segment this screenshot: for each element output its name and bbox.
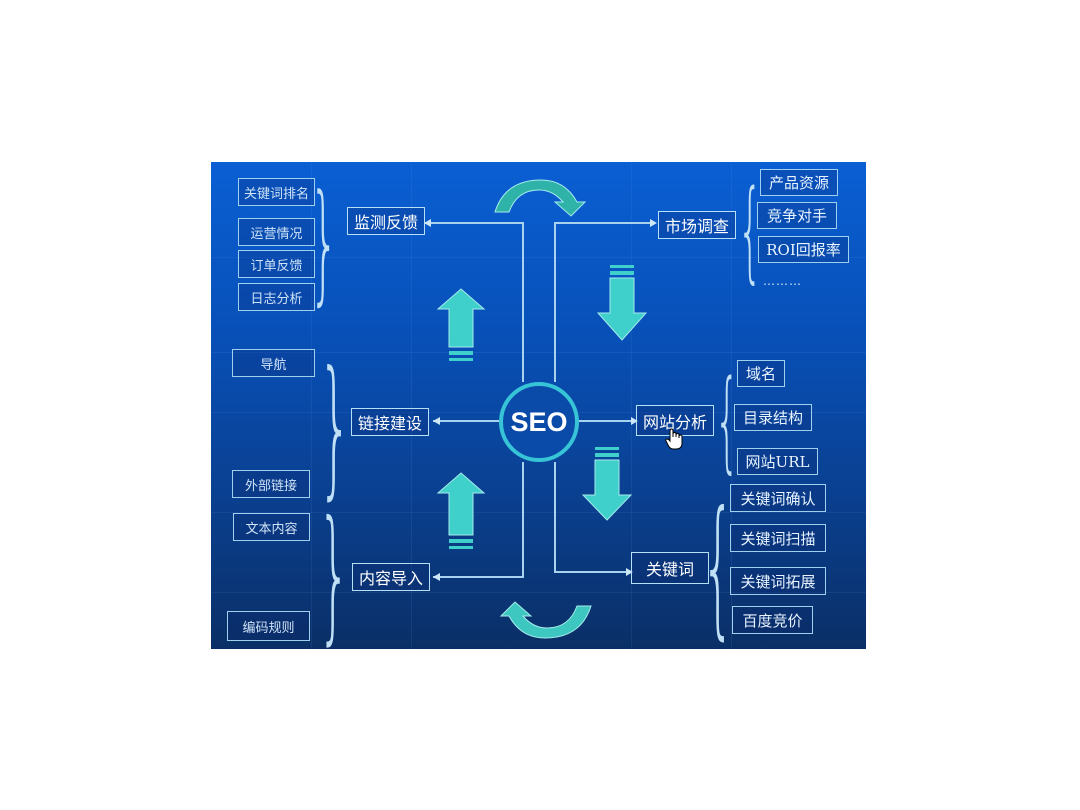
item-operations[interactable]: 运营情况 xyxy=(238,218,315,246)
item-external-links[interactable]: 外部链接 xyxy=(232,470,310,498)
item-log-analysis[interactable]: 日志分析 xyxy=(238,283,315,311)
node-monitor-feedback[interactable]: 监测反馈 xyxy=(347,207,425,235)
arrowhead-icon xyxy=(650,219,657,227)
connector-line xyxy=(522,222,524,382)
item-keyword-confirm[interactable]: 关键词确认 xyxy=(730,484,826,512)
arrowhead-icon xyxy=(631,417,638,425)
connector-line xyxy=(554,462,556,572)
node-link-building[interactable]: 链接建设 xyxy=(351,408,429,436)
item-keyword-ranking[interactable]: 关键词排名 xyxy=(238,178,315,206)
item-order-feedback[interactable]: 订单反馈 xyxy=(238,250,315,278)
arrowhead-icon xyxy=(433,573,440,581)
connector-line xyxy=(554,222,654,224)
item-encoding-rules[interactable]: 编码规则 xyxy=(227,611,310,641)
item-product-resources[interactable]: 产品资源 xyxy=(760,169,838,196)
more-ellipsis: ……… xyxy=(763,274,802,288)
item-directory-structure[interactable]: 目录结构 xyxy=(734,404,812,431)
item-site-url[interactable]: 网站URL xyxy=(737,448,818,475)
brace-icon: { xyxy=(714,355,740,484)
item-roi[interactable]: ROI回报率 xyxy=(758,236,849,263)
connector-line xyxy=(522,462,524,578)
arrowhead-icon xyxy=(433,417,440,425)
connector-line xyxy=(433,420,499,422)
item-competitors[interactable]: 竞争对手 xyxy=(757,202,837,229)
seo-diagram-slide: SEO 监测反馈 市场调查 链接建设 网站分析 内容导入 关键词 关键词排名 运… xyxy=(211,162,866,649)
connector-line xyxy=(424,222,524,224)
item-baidu-bidding[interactable]: 百度竞价 xyxy=(732,606,813,634)
arrowhead-icon xyxy=(424,219,431,227)
down-arrow-icon xyxy=(581,447,633,521)
node-content-import[interactable]: 内容导入 xyxy=(352,563,430,591)
brace-icon: { xyxy=(701,480,735,649)
item-navigation[interactable]: 导航 xyxy=(232,349,315,377)
connector-line xyxy=(579,420,635,422)
connector-line xyxy=(554,571,628,573)
item-keyword-scan[interactable]: 关键词扫描 xyxy=(730,524,826,552)
hand-pointer-cursor-icon xyxy=(665,428,683,450)
node-site-analysis[interactable]: 网站分析 xyxy=(636,405,714,436)
node-keywords[interactable]: 关键词 xyxy=(631,552,709,584)
cycle-arrow-bottom-icon xyxy=(499,601,592,639)
brace-icon: } xyxy=(317,490,351,649)
connector-line xyxy=(554,222,556,382)
up-arrow-icon xyxy=(436,472,486,549)
item-domain[interactable]: 域名 xyxy=(737,360,785,387)
arrowhead-icon xyxy=(626,568,633,576)
up-arrow-icon xyxy=(436,288,486,361)
brace-icon: } xyxy=(318,340,352,514)
down-arrow-icon xyxy=(596,265,648,341)
connector-line xyxy=(433,576,524,578)
brace-icon: } xyxy=(309,166,339,318)
brace-icon: { xyxy=(737,165,763,294)
node-market-research[interactable]: 市场调查 xyxy=(658,211,736,239)
seo-center-circle[interactable]: SEO xyxy=(499,382,579,462)
cycle-arrow-top-icon xyxy=(494,179,587,217)
item-text-content[interactable]: 文本内容 xyxy=(233,513,310,541)
item-keyword-expand[interactable]: 关键词拓展 xyxy=(730,567,826,595)
